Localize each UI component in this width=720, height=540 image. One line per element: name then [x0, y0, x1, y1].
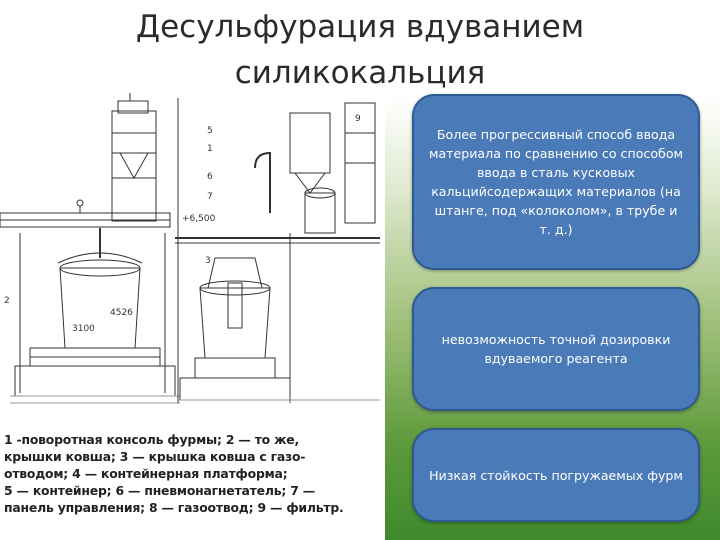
info-box-text: Низкая стойкость погружаемых фурм	[429, 467, 683, 483]
label-9: 9	[355, 114, 361, 124]
equipment-schematic: 9 5 1 6 7 2 3 +6,500 4526 3100	[0, 93, 380, 404]
label-6: 6	[207, 172, 213, 182]
dimension-label: 3100	[72, 324, 95, 334]
figure-caption: 1 -поворотная консоль фурмы; 2 — то же, …	[4, 432, 344, 515]
label-7: 7	[207, 192, 213, 202]
technical-drawing: 9 5 1 6 7 2 3 +6,500 4526 3100 1 -поворо…	[0, 93, 385, 540]
dimension-label: 4526	[110, 308, 133, 318]
elevation-label: +6,500	[182, 214, 216, 224]
label-2: 2	[4, 296, 10, 306]
label-3: 3	[205, 256, 211, 266]
info-box-dosing: невозможность точной дозировки вдуваемог…	[412, 287, 700, 411]
slide-title: Десульфурация вдуванием силикокальция	[135, 9, 585, 91]
label-5: 5	[207, 126, 213, 136]
info-box-advantage: Более прогрессивный способ ввода материа…	[412, 94, 700, 270]
info-box-text: невозможность точной дозировки вдуваемог…	[441, 332, 671, 366]
info-box-text: Более прогрессивный способ ввода материа…	[428, 127, 684, 237]
info-box-durability: Низкая стойкость погружаемых фурм	[412, 428, 700, 522]
label-1: 1	[207, 144, 213, 154]
